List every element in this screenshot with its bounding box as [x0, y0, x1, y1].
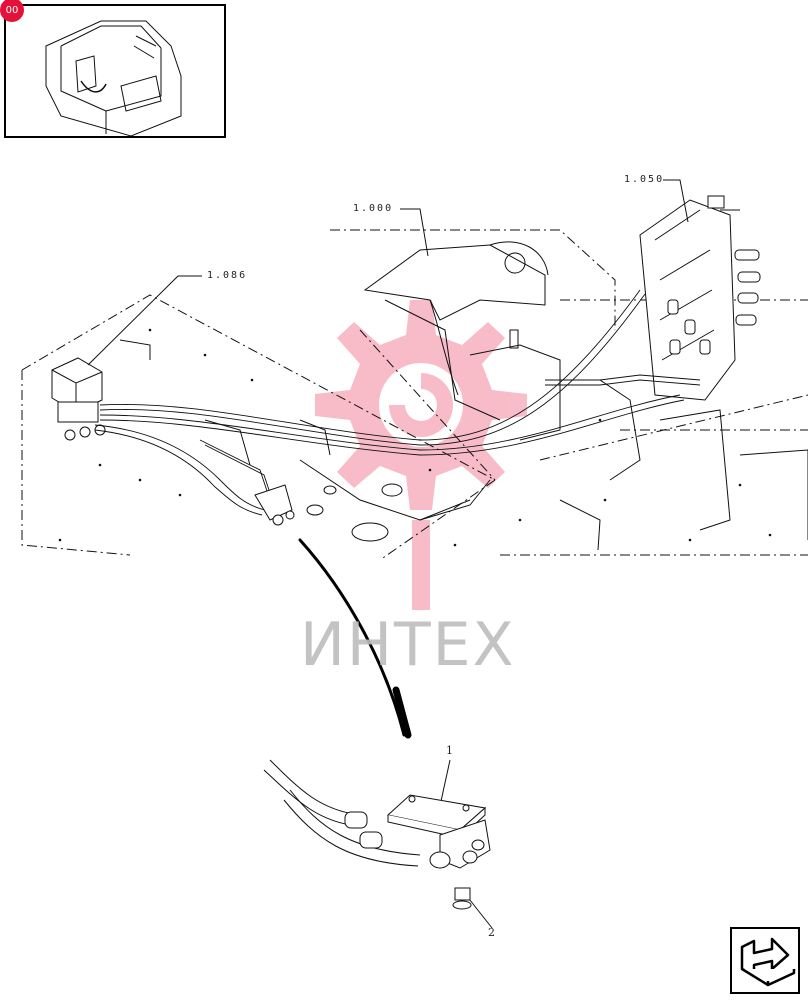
next-page-button[interactable] — [730, 927, 800, 994]
page-badge: 00 — [0, 0, 24, 22]
switch-block — [51, 357, 106, 441]
callout-1000: 1.000 — [353, 203, 394, 214]
callout-1086: 1.086 — [207, 270, 248, 281]
part-number-2: 2 — [488, 926, 495, 939]
part-number-1: 1 — [446, 744, 453, 757]
control-valve — [639, 195, 761, 401]
next-page-arrow-icon — [740, 937, 796, 987]
cab-thumbnail-icon — [45, 20, 182, 137]
watermark-gear-icon — [315, 300, 527, 610]
location-thumbnail: 00 — [0, 0, 226, 138]
callout-1050: 1.050 — [624, 174, 665, 185]
detail-assembly — [263, 759, 491, 910]
watermark-text: ИНТЕХ — [300, 610, 516, 680]
